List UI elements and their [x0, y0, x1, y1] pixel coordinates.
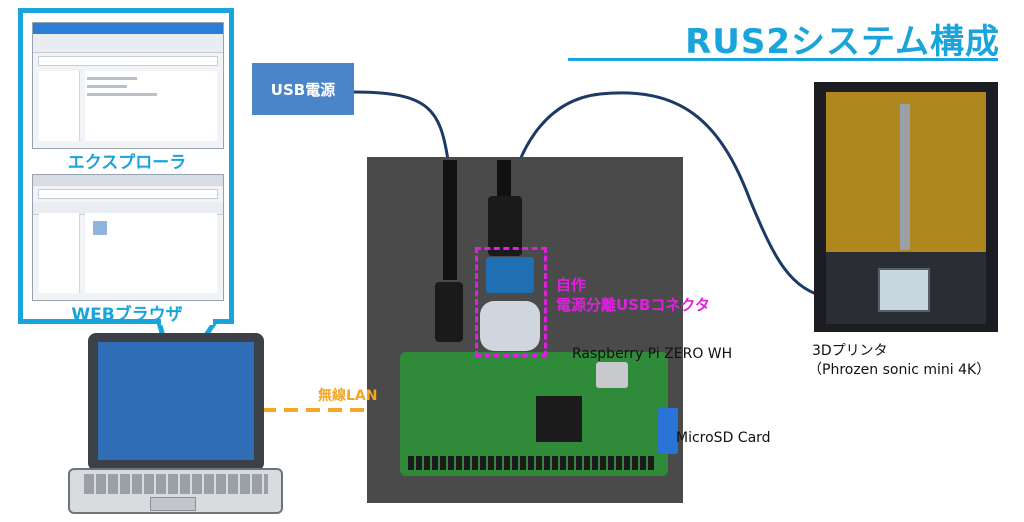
laptop-screen [98, 342, 254, 460]
wireless-lan-label: 無線LAN [318, 388, 378, 404]
usb-connector-resin [480, 301, 540, 351]
raspberry-pi-label: Raspberry Pi ZERO WH [572, 346, 733, 362]
mini-hdmi-port [596, 362, 628, 388]
printer-z-rail [900, 104, 910, 250]
printer-label-1: 3Dプリンタ [812, 343, 888, 359]
page-title: RUS2システム構成 [685, 22, 1000, 62]
custom-connector-label-1: 自作 [556, 276, 587, 294]
explorer-caption: エクスプローラ [67, 153, 187, 173]
gpio-header [408, 456, 656, 470]
title-underline [568, 58, 998, 61]
printer-cable [505, 91, 831, 300]
usb-plug-left [435, 282, 463, 342]
browser-caption: WEBブラウザ [71, 305, 183, 325]
usb-power-box: USB電源 [252, 63, 354, 115]
microsd-card [658, 408, 678, 454]
microsd-label: MicroSD Card [676, 430, 771, 446]
printer-label-2: （Phrozen sonic mini 4K） [808, 362, 991, 378]
usb-plug [488, 196, 522, 256]
custom-connector-highlight [475, 247, 547, 357]
laptop-keys [84, 474, 268, 494]
custom-connector-label-2: 電源分離USBコネクタ [556, 296, 710, 314]
printer-screen [878, 268, 930, 312]
usb-connector-board [486, 257, 534, 293]
cpu-chip [536, 396, 582, 442]
cable-left [443, 160, 457, 280]
laptop-trackpad [150, 497, 196, 511]
explorer-screenshot [32, 22, 224, 149]
browser-screenshot [32, 174, 224, 301]
